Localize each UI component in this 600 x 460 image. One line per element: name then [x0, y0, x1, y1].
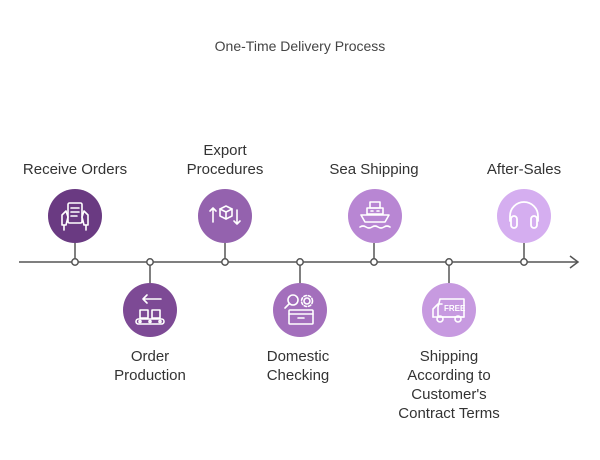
- inspection-box-icon: [284, 294, 314, 325]
- headset-support-icon: [509, 201, 539, 229]
- timeline-node: [370, 258, 378, 266]
- step-circle-receive-orders: [48, 189, 102, 243]
- timeline-node: [221, 258, 229, 266]
- timeline-node: [146, 258, 154, 266]
- step-label-sea-shipping: Sea Shipping: [329, 161, 419, 178]
- timeline-connectors: [71, 243, 528, 283]
- step-label-receive-orders: Receive Orders: [22, 161, 128, 178]
- free-delivery-van-icon: FREE: [432, 298, 466, 323]
- timeline-node: [445, 258, 453, 266]
- cargo-ship-icon: [359, 201, 391, 229]
- free-text: FREE: [444, 304, 466, 313]
- step-circle-shipping-contract-terms: FREE: [422, 283, 476, 337]
- boxes-arrows-icon: [209, 205, 241, 225]
- conveyor-production-icon: [135, 294, 165, 325]
- clipboard-hands-icon: [61, 202, 89, 231]
- timeline-node: [520, 258, 528, 266]
- step-circle-export-procedures: [198, 189, 252, 243]
- step-label-export-procedures: Export Procedures: [186, 142, 264, 178]
- timeline-node: [71, 258, 79, 266]
- step-circle-after-sales: [497, 189, 551, 243]
- step-label-after-sales: After-Sales: [486, 161, 562, 178]
- step-label-shipping-contract-terms: Shipping According to Customer's Contrac…: [398, 348, 500, 422]
- diagram-title: One-Time Delivery Process: [214, 38, 386, 54]
- step-circle-domestic-checking: [273, 283, 327, 337]
- step-circle-order-production: [123, 283, 177, 337]
- step-label-domestic-checking: Domestic Checking: [266, 348, 330, 384]
- timeline-node: [296, 258, 304, 266]
- step-circle-sea-shipping: [348, 189, 402, 243]
- step-label-order-production: Order Production: [114, 348, 186, 384]
